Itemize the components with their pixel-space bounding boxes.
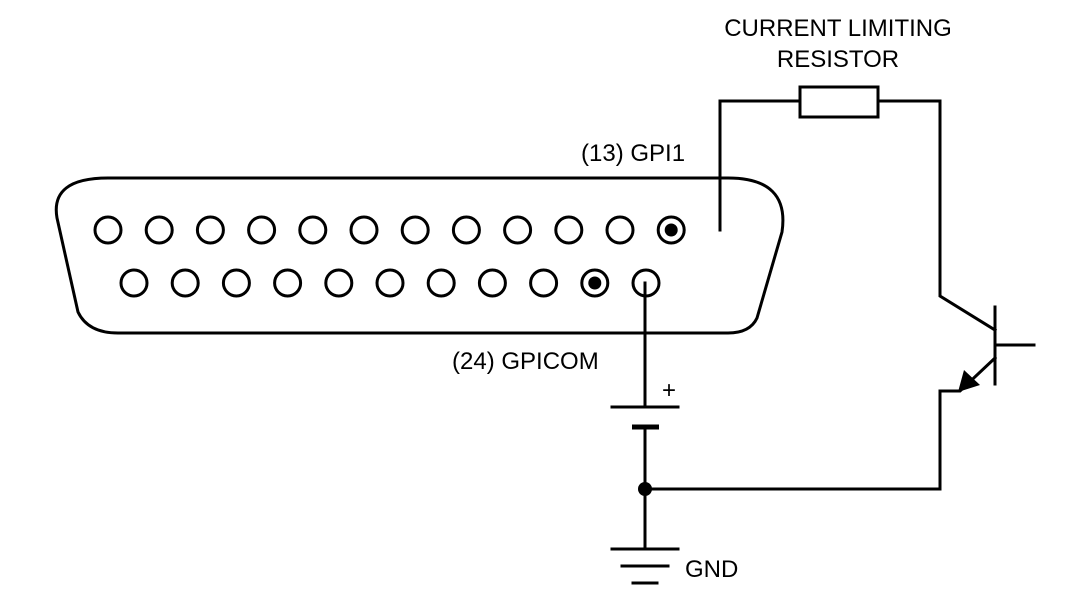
gnd-label: GND <box>685 556 738 583</box>
connector-pin-bottom-7 <box>426 268 456 298</box>
emitter-arrow <box>958 370 980 392</box>
connector-pin-top-2 <box>144 215 174 245</box>
connector-pin-bottom-6 <box>375 268 405 298</box>
junction-dot <box>638 482 652 496</box>
connector-pin-top-7 <box>400 215 430 245</box>
resistor-to-collector-wire <box>876 99 998 333</box>
connector-pin-top-4 <box>247 215 277 245</box>
connector-bottom-row <box>119 268 661 298</box>
connector-pin-top-1 <box>93 215 123 245</box>
connector-pin-top-5 <box>298 215 328 245</box>
gpi1-pin-label: (13) GPI1 <box>581 140 685 167</box>
connector-top-row <box>93 215 686 245</box>
connector-pin-bottom-8 <box>477 268 507 298</box>
connector-pin-bottom-5 <box>324 268 354 298</box>
connector-pin-bottom-1 <box>119 268 149 298</box>
connector-pin-top-10 <box>554 215 584 245</box>
connector-pin-bottom-9 <box>529 268 559 298</box>
connector-pin-bottom-4 <box>273 268 303 298</box>
current-limiting-resistor <box>798 85 880 119</box>
connector-pin-top-6 <box>349 215 379 245</box>
connector-pin-top-8 <box>451 215 481 245</box>
npn-transistor <box>938 305 1036 491</box>
connector-pin-bottom-3 <box>221 268 251 298</box>
connector-pin-top-12-contact-dot <box>664 223 678 237</box>
resistor-label-line1: CURRENT LIMITING <box>724 15 952 42</box>
gpicom-pin-label: (24) GPICOM <box>452 348 599 375</box>
connector-pin-bottom-10-contact-dot <box>588 276 602 290</box>
battery-symbol <box>610 405 680 551</box>
connector-pin-top-3 <box>195 215 225 245</box>
gpi1-wire <box>718 99 802 232</box>
db25-connector-shell <box>54 176 785 335</box>
battery-plus-label: + <box>662 377 676 404</box>
connector-pin-top-9 <box>503 215 533 245</box>
resistor-label-line2: RESISTOR <box>777 46 899 73</box>
ground-symbol <box>610 547 680 585</box>
connector-pin-top-11 <box>605 215 635 245</box>
connector-pin-bottom-2 <box>170 268 200 298</box>
